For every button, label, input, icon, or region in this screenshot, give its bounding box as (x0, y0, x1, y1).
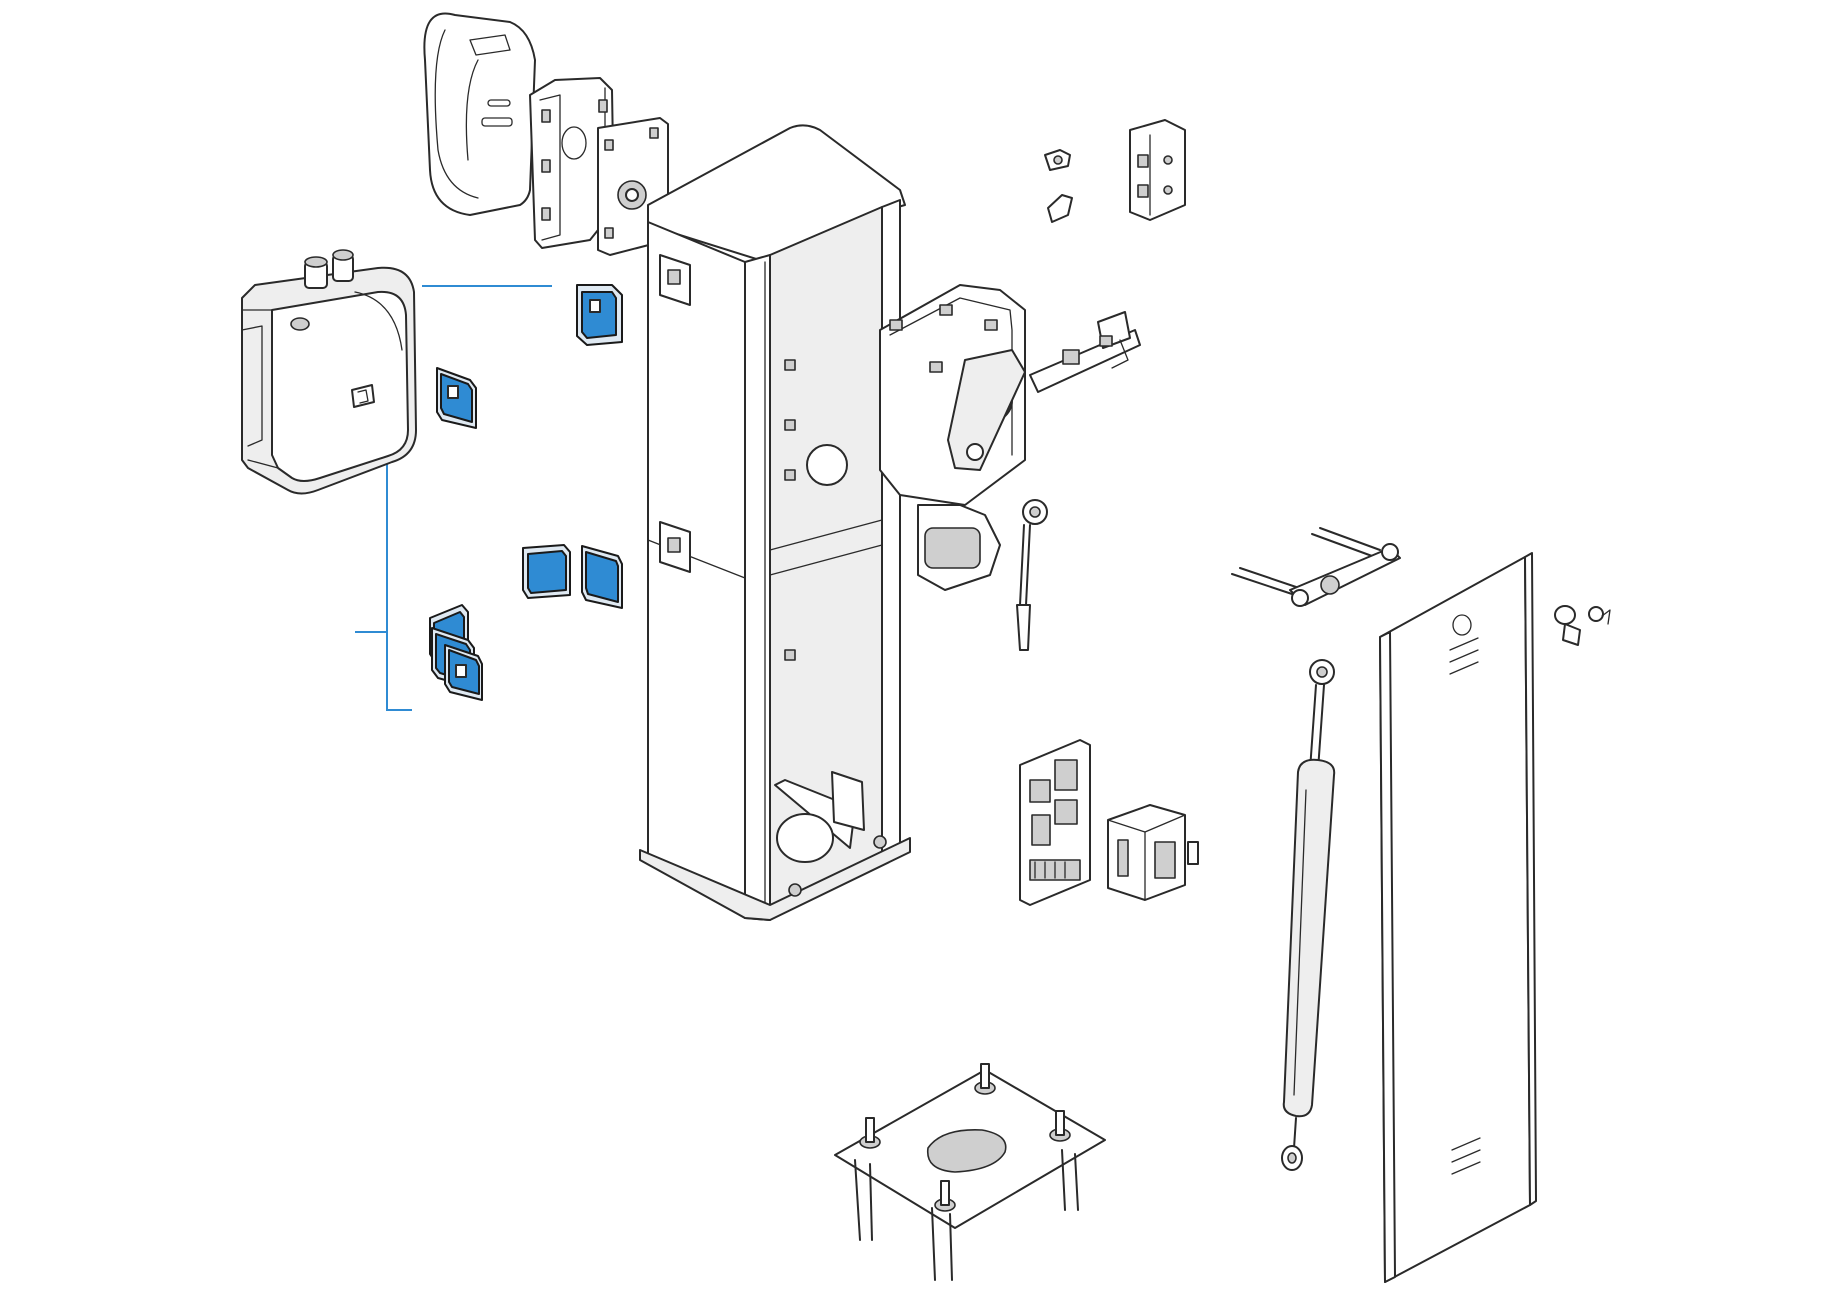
spring-bracket (1231, 527, 1401, 607)
anchor-bolt (859, 1117, 881, 1149)
cover-plate (522, 544, 571, 599)
control-board (1019, 739, 1091, 906)
gearmotor (879, 284, 1026, 591)
inspection-door (1379, 552, 1537, 1283)
balancing-arm (1029, 311, 1141, 393)
anchor-bolt (934, 1180, 956, 1212)
limit-switches (1044, 119, 1186, 223)
bracket-hood (423, 12, 536, 216)
control-box (241, 249, 417, 495)
transformer (1107, 804, 1199, 901)
leader-lines (355, 285, 552, 711)
cable-gland (304, 249, 354, 289)
spring-rod (1016, 499, 1048, 651)
mounting-plate (529, 77, 669, 256)
anchor-bolt (1049, 1110, 1071, 1142)
column-housing (639, 124, 911, 921)
cover-plates (429, 284, 623, 701)
anchor-plate (834, 1063, 1106, 1281)
gas-spring (1281, 659, 1336, 1171)
cover-plate (436, 367, 477, 429)
lock-key (1554, 605, 1611, 646)
cover-plate (444, 644, 483, 701)
cover-plate (576, 284, 623, 346)
anchor-bolt (974, 1063, 996, 1095)
cover-plate (581, 545, 623, 609)
